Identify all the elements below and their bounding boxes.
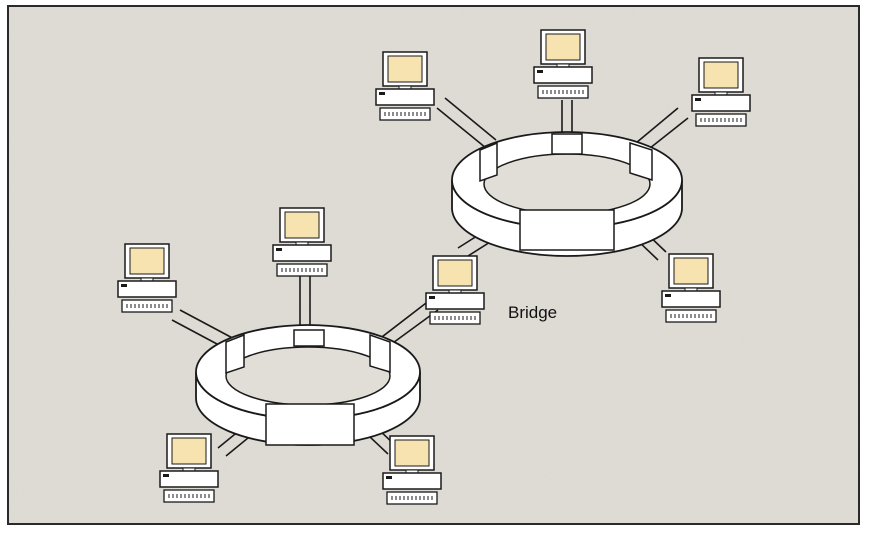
computer-workstation-icon (692, 58, 750, 126)
computer-workstation-icon (662, 254, 720, 322)
lower-ring (196, 325, 420, 445)
computer-workstation-icon (273, 208, 331, 276)
computer-workstation-icon (160, 434, 218, 502)
computer-workstation-icon (376, 52, 434, 120)
bridge-label: Bridge (508, 303, 557, 322)
computer-workstation-icon (118, 244, 176, 312)
computer-workstation-icon (383, 436, 441, 504)
computer-workstation-icon (534, 30, 592, 98)
upper-ring (452, 132, 682, 256)
bridge-workstation-icon (426, 256, 484, 324)
